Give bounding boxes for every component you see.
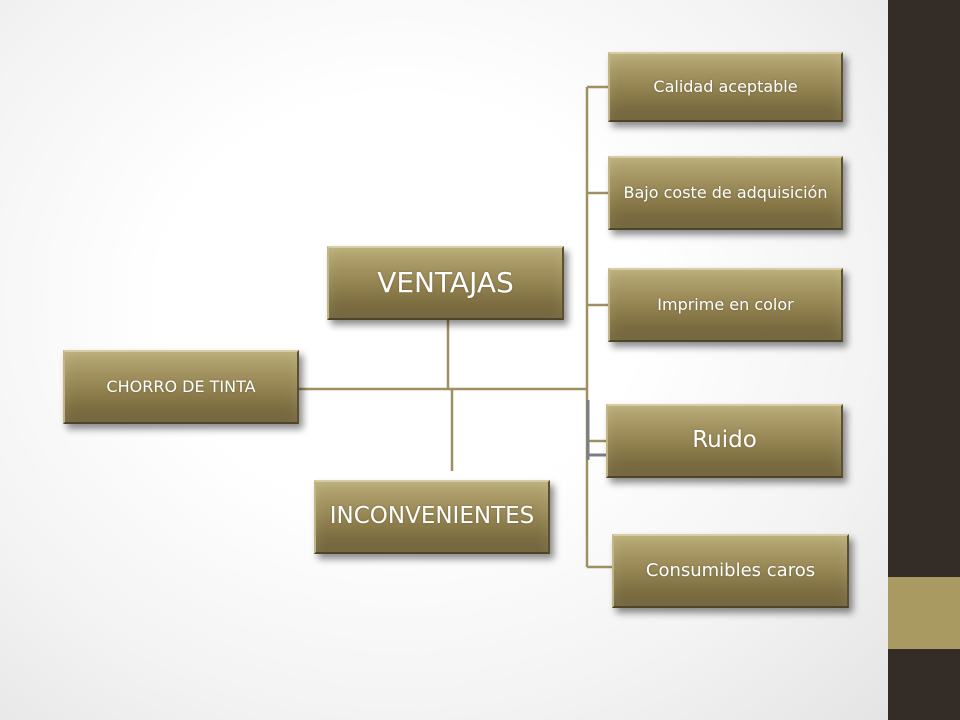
node-ventajas-label: VENTAJAS [377, 265, 514, 299]
node-root: CHORRO DE TINTA [63, 350, 299, 424]
node-calidad-aceptable: Calidad aceptable [608, 52, 843, 122]
node-imprime-en-color-label: Imprime en color [657, 294, 794, 314]
node-calidad-aceptable-label: Calidad aceptable [653, 76, 798, 96]
node-root-label: CHORRO DE TINTA [106, 376, 256, 396]
node-inconvenientes-label: INCONVENIENTES [329, 503, 535, 530]
node-imprime-en-color: Imprime en color [608, 268, 843, 342]
connector-ruido-highlight [586, 400, 606, 460]
sidebar-accent-square [888, 577, 960, 649]
node-ruido-label: Ruido [692, 427, 757, 454]
node-ventajas: VENTAJAS [327, 246, 564, 320]
node-bajo-coste: Bajo coste de adquisición [608, 156, 843, 230]
node-ruido: Ruido [606, 404, 843, 478]
node-consumibles-caros: Consumibles caros [612, 534, 849, 608]
node-consumibles-caros-label: Consumibles caros [645, 560, 816, 582]
node-bajo-coste-label: Bajo coste de adquisición [623, 182, 828, 202]
node-inconvenientes: INCONVENIENTES [314, 480, 550, 554]
connector-lines [299, 85, 612, 569]
